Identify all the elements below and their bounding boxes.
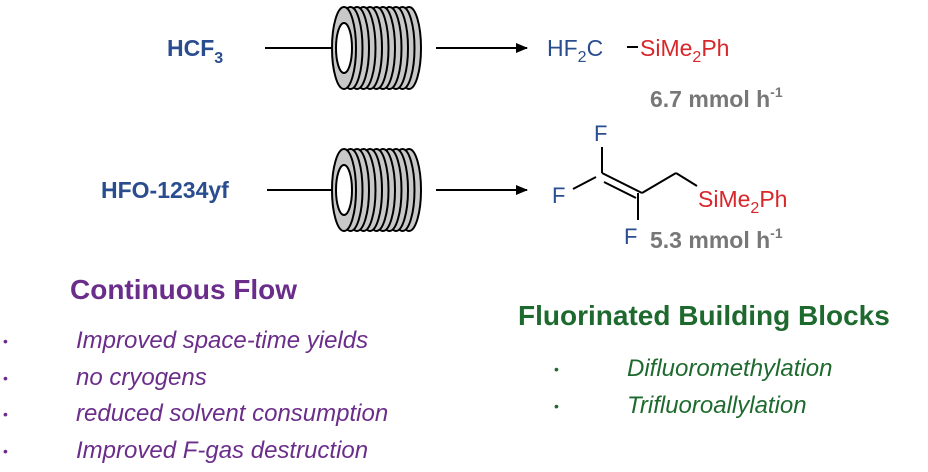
list-item: •Improved space-time yields [0,323,388,360]
flow-reactor-coil-icon [331,6,422,90]
bullet-icon: • [3,443,8,460]
trifluoroallyl-skeleton [572,147,698,220]
rate-1: 6.7 mmol h-1 [650,84,783,112]
continuous-flow-title: Continuous Flow [70,274,298,305]
flow-reactor-coil-icon [331,148,422,232]
building-blocks-list: •Difluoromethylation •Trifluoroallylatio… [548,351,832,424]
fluorine-left: F [552,183,565,208]
list-item: •reduced solvent consumption [0,396,388,433]
product-silyl-2: SiMe2Ph [698,186,787,217]
reagent-hcf3: HCF3 [167,35,223,67]
reaction-scheme: HCF3 HF2C SiMe2Ph 6.7 mmol h-1 HFO-1234y… [101,6,787,253]
fluorine-bottom: F [624,224,637,249]
list-item: •no cryogens [0,360,388,397]
list-item: •Difluoromethylation [548,351,832,388]
fluorine-top: F [594,121,607,146]
list-item: •Trifluoroallylation [548,388,832,425]
list-item: •Improved F-gas destruction [0,433,388,470]
product-silyl-1: SiMe2Ph [640,35,729,66]
bullet-icon: • [554,397,559,414]
reaction-2: HFO-1234yf F F F SiMe2Ph 5.3 mmol h-1 [101,121,787,253]
building-blocks-title: Fluorinated Building Blocks [518,300,890,331]
bullet-icon: • [3,333,8,349]
continuous-flow-list: •Improved space-time yields •no cryogens… [0,323,388,470]
product-difluoromethyl: HF2C [547,35,603,66]
bullet-icon: • [554,361,559,377]
reagent-hfo-1234yf: HFO-1234yf [101,177,229,203]
rate-2: 5.3 mmol h-1 [650,225,783,253]
reaction-1: HCF3 HF2C SiMe2Ph 6.7 mmol h-1 [167,6,783,112]
bullet-icon: • [3,406,8,423]
bullet-icon: • [3,369,8,386]
